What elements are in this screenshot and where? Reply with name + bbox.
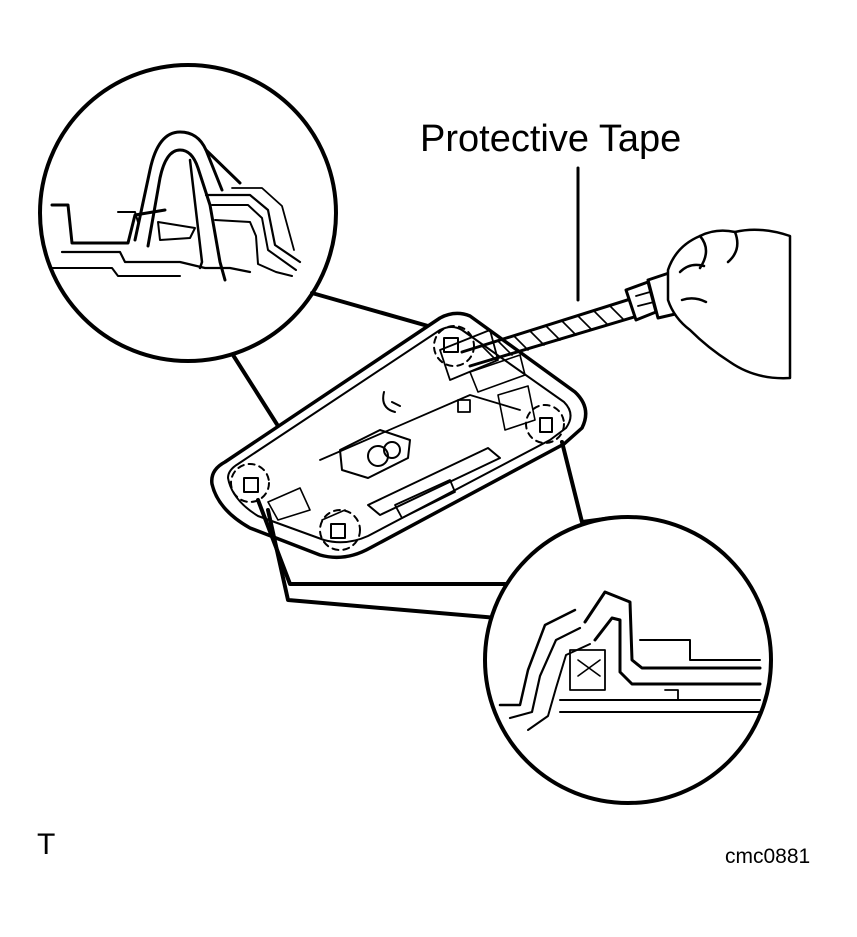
protective-tape-label: Protective Tape xyxy=(420,118,682,160)
clip-bottom xyxy=(319,509,361,551)
console-module xyxy=(210,311,588,560)
clip-left xyxy=(230,463,270,503)
figure-code: cmc0881 xyxy=(725,845,811,868)
detail-circle-bottom xyxy=(483,515,773,805)
clip-top xyxy=(433,325,475,367)
clip-right xyxy=(525,404,565,444)
hand-icon xyxy=(666,228,792,380)
detail-circle-top xyxy=(38,63,338,363)
corner-letter: T xyxy=(37,828,56,861)
